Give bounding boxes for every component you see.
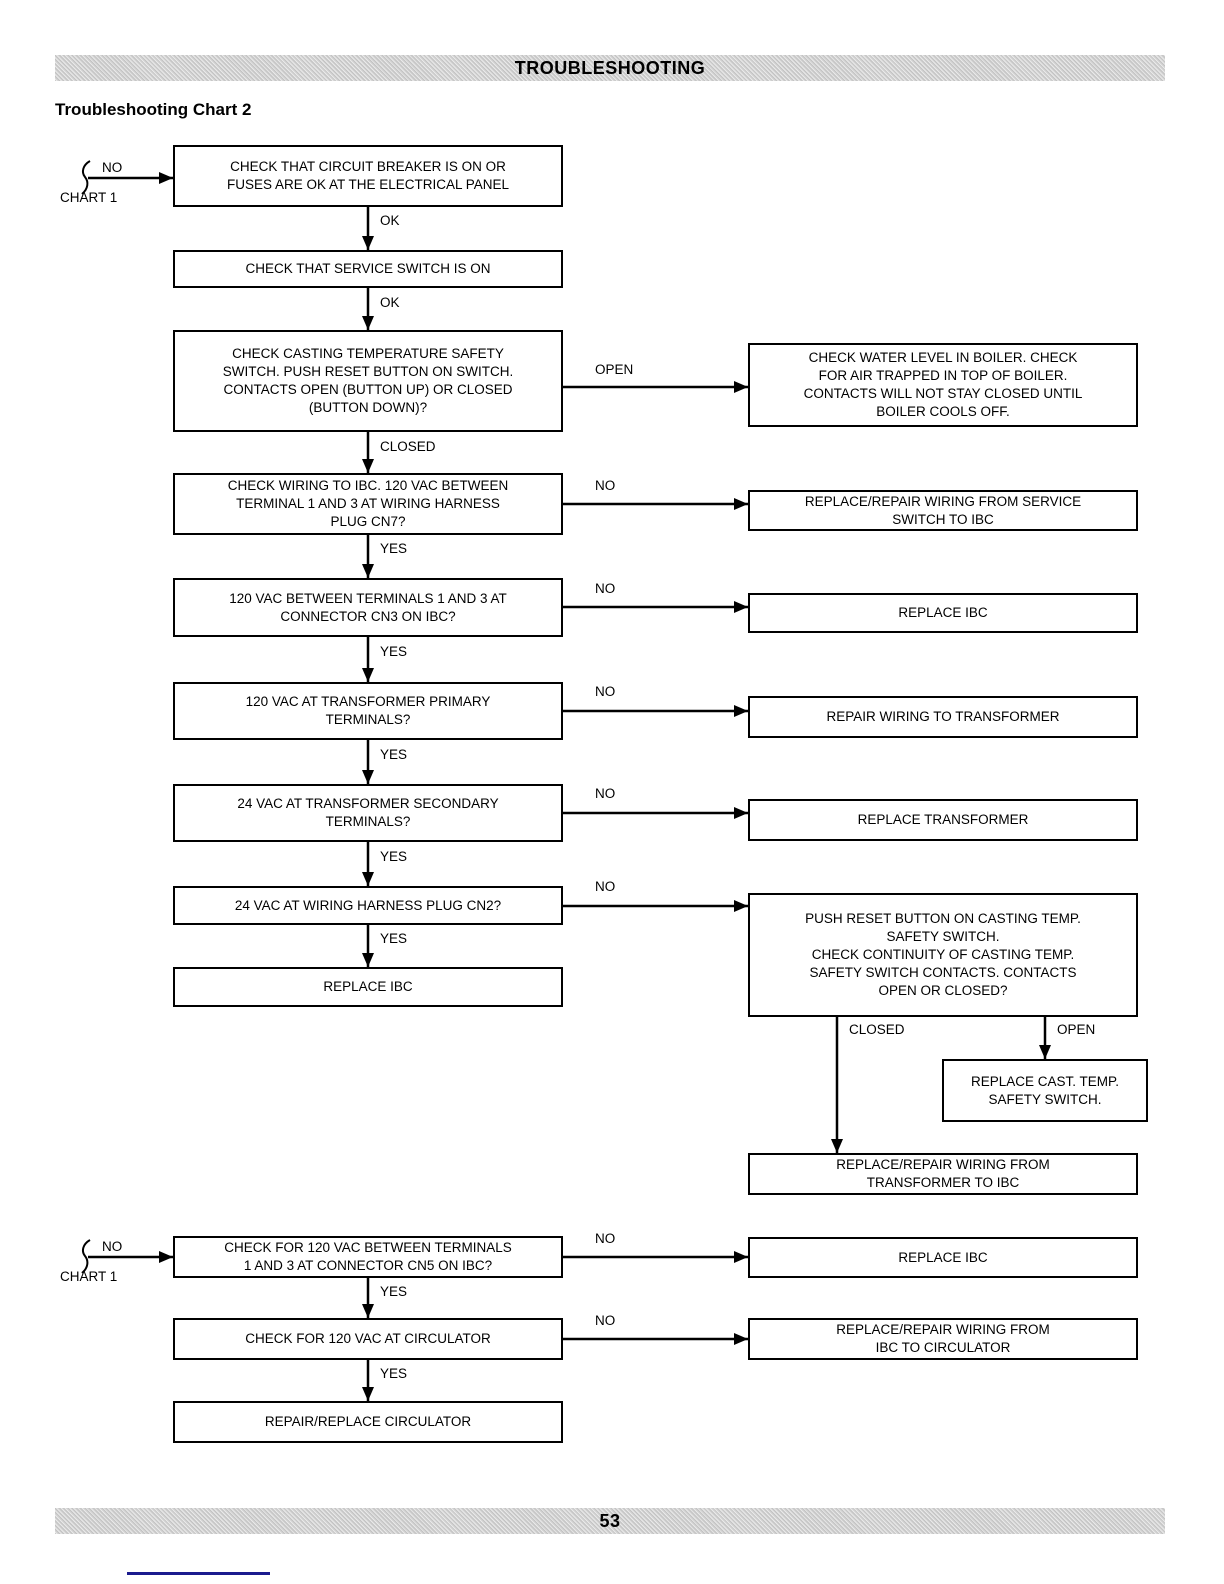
edge-label-no-chart1-top: NO	[102, 160, 123, 175]
node-24vac-cn2: 24 VAC AT WIRING HARNESS PLUG CN2?	[173, 886, 563, 925]
node-repair-wiring-to-transformer: REPAIR WIRING TO TRANSFORMER	[748, 696, 1138, 738]
node-repair-replace-circulator: REPAIR/REPLACE CIRCULATOR	[173, 1401, 563, 1443]
node-check-120vac-cn5: CHECK FOR 120 VAC BETWEEN TERMINALS 1 AN…	[173, 1236, 563, 1278]
edge-label-open-2: OPEN	[1057, 1022, 1096, 1037]
edge-label-ok-1: OK	[380, 213, 400, 228]
node-replace-cast-temp-switch: REPLACE CAST. TEMP. SAFETY SWITCH.	[942, 1059, 1148, 1122]
edge-label-no-5: NO	[595, 879, 616, 894]
node-replace-ibc-right2: REPLACE IBC	[748, 1237, 1138, 1278]
node-check-casting-temp-switch: CHECK CASTING TEMPERATURE SAFETY SWITCH.…	[173, 330, 563, 432]
node-check-120vac-circulator: CHECK FOR 120 VAC AT CIRCULATOR	[173, 1318, 563, 1360]
chart-title: Troubleshooting Chart 2	[55, 100, 252, 119]
chart1-reference-bottom: CHART 1	[60, 1269, 118, 1284]
edge-label-no-4: NO	[595, 786, 616, 801]
node-check-service-switch: CHECK THAT SERVICE SWITCH IS ON	[173, 250, 563, 288]
node-check-water-level: CHECK WATER LEVEL IN BOILER. CHECK FOR A…	[748, 343, 1138, 427]
node-push-reset-continuity: PUSH RESET BUTTON ON CASTING TEMP. SAFET…	[748, 893, 1138, 1017]
edge-label-no-7: NO	[595, 1313, 616, 1328]
edge-label-yes-2: YES	[380, 644, 408, 659]
node-wiring-service-to-ibc: REPLACE/REPAIR WIRING FROM SERVICE SWITC…	[748, 490, 1138, 531]
edge-label-closed-1: CLOSED	[380, 439, 436, 454]
edge-label-no-3: NO	[595, 684, 616, 699]
node-replace-ibc-right1: REPLACE IBC	[748, 593, 1138, 633]
edge-label-yes-4: YES	[380, 849, 408, 864]
edge-label-yes-5: YES	[380, 931, 408, 946]
node-120vac-cn3: 120 VAC BETWEEN TERMINALS 1 AND 3 AT CON…	[173, 578, 563, 637]
footer-bar: 53	[55, 1508, 1165, 1534]
node-replace-transformer: REPLACE TRANSFORMER	[748, 799, 1138, 841]
edge-label-no-2: NO	[595, 581, 616, 596]
edge-label-closed-2: CLOSED	[849, 1022, 905, 1037]
footer-blue-line	[127, 1572, 270, 1575]
node-120vac-transformer-primary: 120 VAC AT TRANSFORMER PRIMARY TERMINALS…	[173, 682, 563, 740]
edge-label-yes-7: YES	[380, 1366, 408, 1381]
edge-label-yes-3: YES	[380, 747, 408, 762]
node-replace-ibc-left: REPLACE IBC	[173, 967, 563, 1007]
page-number: 53	[599, 1510, 621, 1531]
edge-label-no-chart1-bottom: NO	[102, 1239, 123, 1254]
edge-label-ok-2: OK	[380, 295, 400, 310]
node-wiring-ibc-to-circulator: REPLACE/REPAIR WIRING FROM IBC TO CIRCUL…	[748, 1318, 1138, 1360]
node-24vac-transformer-secondary: 24 VAC AT TRANSFORMER SECONDARY TERMINAL…	[173, 784, 563, 842]
node-check-circuit-breaker: CHECK THAT CIRCUIT BREAKER IS ON OR FUSE…	[173, 145, 563, 207]
node-wiring-transformer-to-ibc: REPLACE/REPAIR WIRING FROM TRANSFORMER T…	[748, 1153, 1138, 1195]
chart1-reference-top: CHART 1	[60, 190, 118, 205]
edge-label-no-6: NO	[595, 1231, 616, 1246]
edge-label-yes-6: YES	[380, 1284, 408, 1299]
page-header-title: TROUBLESHOOTING	[514, 57, 706, 78]
edge-label-yes-1: YES	[380, 541, 408, 556]
node-check-wiring-ibc-cn7: CHECK WIRING TO IBC. 120 VAC BETWEEN TER…	[173, 473, 563, 535]
edge-label-open-1: OPEN	[595, 362, 634, 377]
header-bar: TROUBLESHOOTING	[55, 55, 1165, 81]
edge-label-no-1: NO	[595, 478, 616, 493]
